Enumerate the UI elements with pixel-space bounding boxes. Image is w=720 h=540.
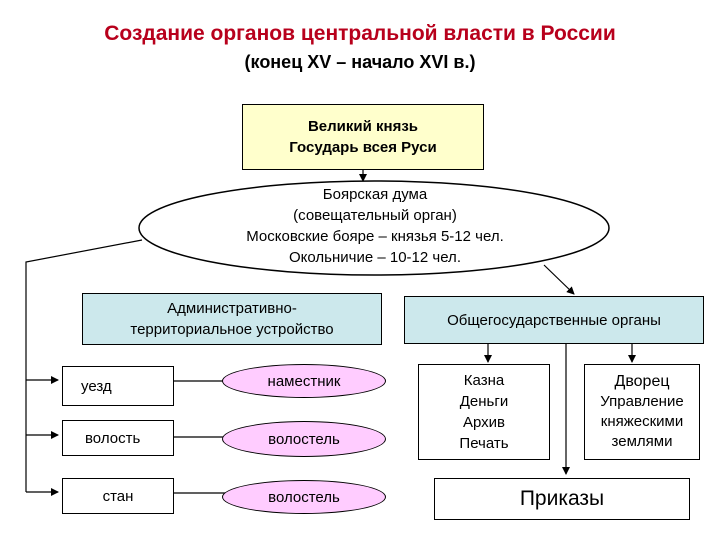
admin-line1: Административно- [167, 300, 297, 317]
palace-line: Управление [600, 393, 684, 410]
official-oval-stan: волостель [222, 480, 386, 514]
admin-structure-box: Административно- территориальное устройс… [82, 293, 382, 345]
grand-prince-box: Великий князь Государь всея Руси [242, 104, 484, 170]
palace-box: Дворец Управление княжескими землями [584, 364, 700, 460]
page-subtitle: (конец XV – начало XVI в.) [244, 52, 476, 72]
boyar-duma-role: (совещательный орган) [293, 207, 457, 224]
treasury-item: Архив [462, 414, 506, 431]
state-organs-box: Общегосударственные органы [404, 296, 704, 344]
treasury-box: Казна Деньги Архив Печать [418, 364, 550, 460]
palace-line: княжескими [600, 413, 684, 430]
palace-title: Дворец [614, 373, 670, 390]
official-label: волостель [268, 430, 340, 448]
boyar-duma-title: Боярская дума [322, 186, 428, 203]
arrow-duma-to-state-organs [543, 264, 575, 295]
official-oval-uezd: наместник [222, 364, 386, 398]
unit-label: волость [85, 429, 141, 447]
official-label: наместник [267, 372, 341, 390]
unit-box-uezd: уезд [62, 366, 174, 406]
treasury-item: Печать [459, 435, 509, 452]
prikazy-box: Приказы [434, 478, 690, 520]
unit-label: уезд [81, 377, 112, 395]
admin-line2: территориальное устройство [130, 321, 334, 338]
page-title: Создание органов центральной власти в Ро… [104, 22, 616, 45]
unit-box-stan: стан [62, 478, 174, 514]
boyar-duma-boyars: Московские бояре – князья 5-12 чел. [246, 228, 504, 245]
prikazy-label: Приказы [519, 487, 605, 510]
state-organs-label: Общегосударственные органы [447, 311, 661, 329]
grand-prince-line2: Государь всея Руси [289, 139, 437, 156]
official-label: волостель [268, 488, 340, 506]
boyar-duma-okolnichie: Окольничие – 10-12 чел. [289, 249, 461, 266]
grand-prince-line1: Великий князь [307, 118, 419, 135]
treasury-item: Деньги [459, 393, 509, 410]
treasury-item: Казна [463, 372, 505, 389]
line-duma-to-units [25, 239, 143, 492]
palace-line: землями [611, 433, 673, 450]
boyar-duma-text: Боярская дума (совещательный орган) Моск… [180, 184, 570, 268]
boyar-duma-ellipse [138, 180, 610, 276]
official-oval-volost: волостель [222, 421, 386, 457]
unit-box-volost: волость [62, 420, 174, 456]
unit-label: стан [102, 487, 134, 505]
